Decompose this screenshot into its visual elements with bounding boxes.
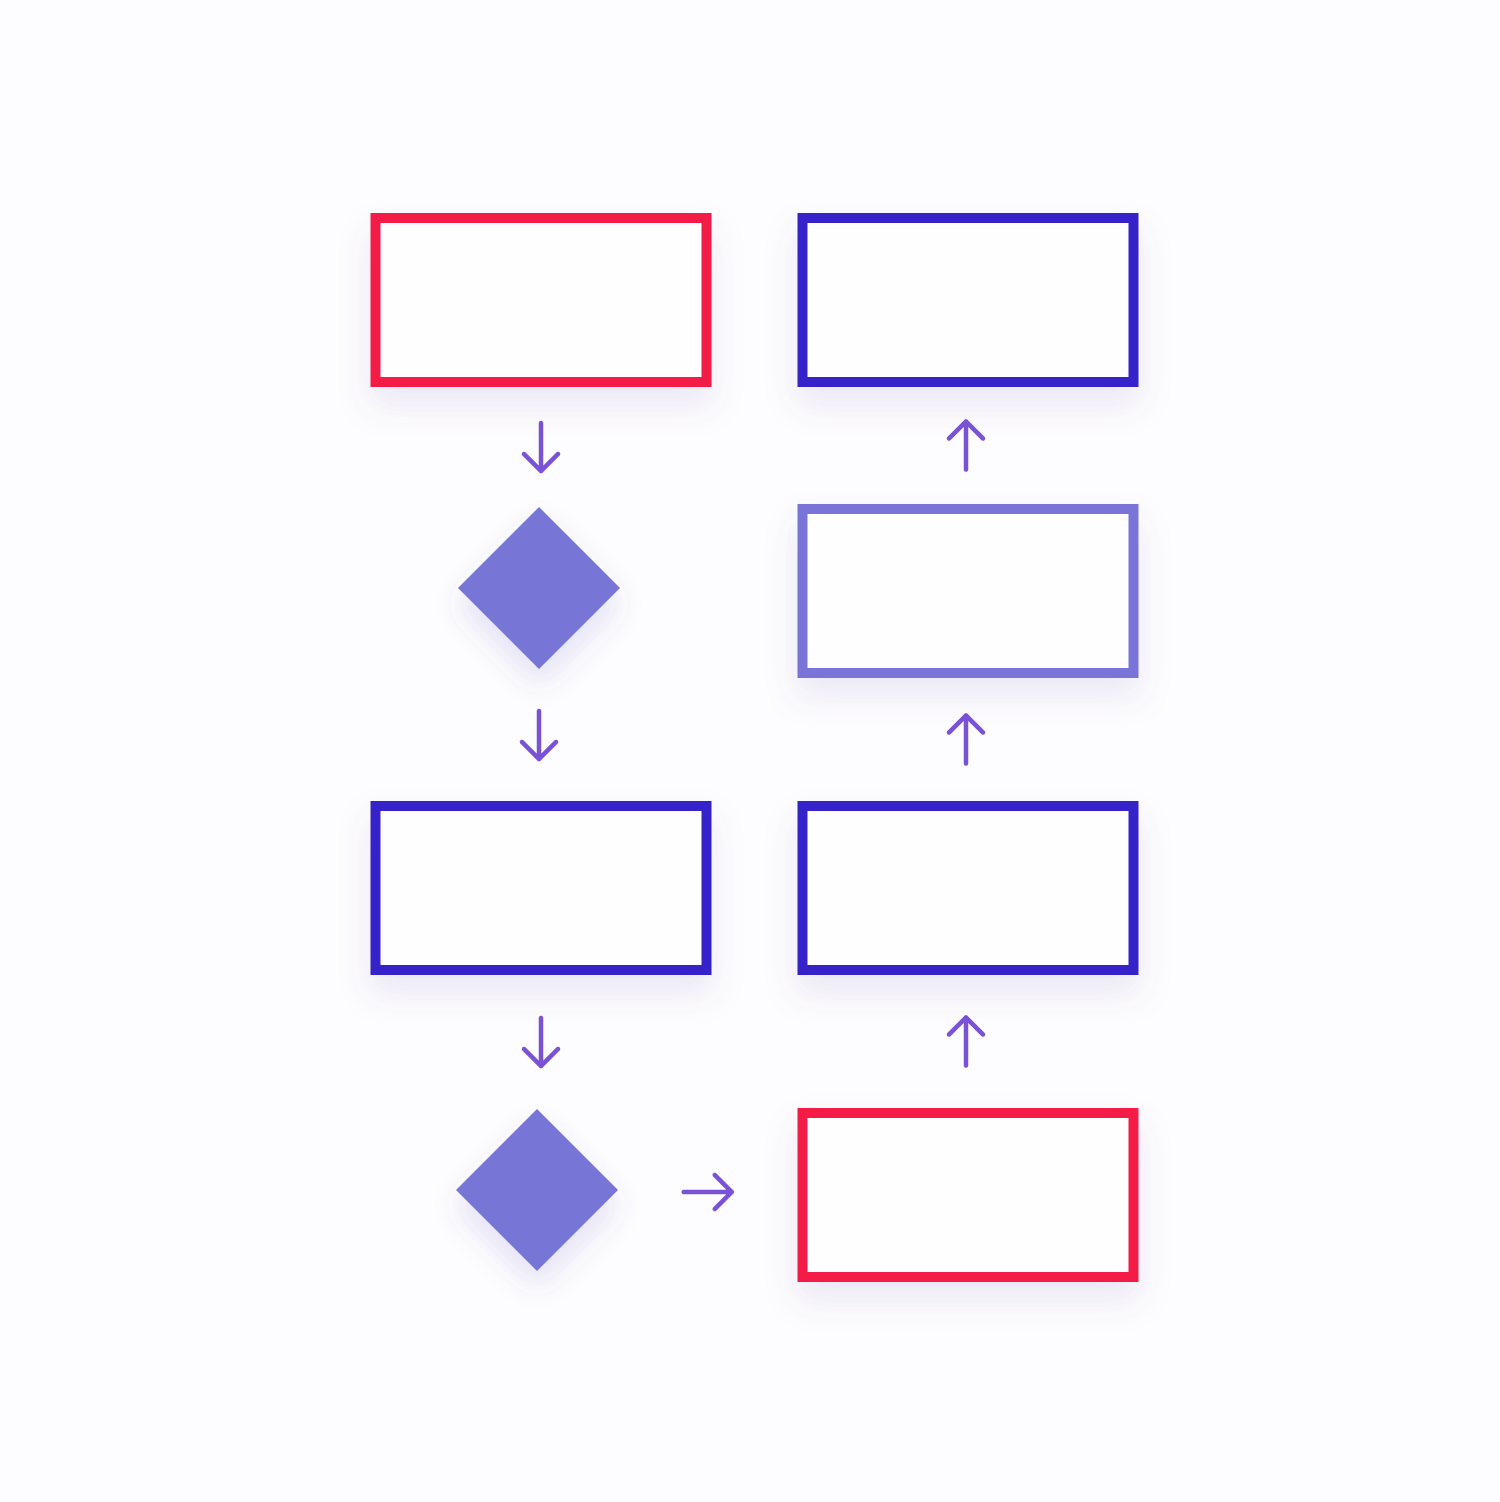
flowchart-node-process-1 bbox=[370, 801, 712, 975]
nodes-layer bbox=[370, 213, 1139, 1282]
flowchart-node-decision-1 bbox=[458, 507, 620, 669]
flowchart-rect-terminal bbox=[370, 213, 712, 387]
flowchart-node-decision-2 bbox=[456, 1109, 618, 1271]
flowchart-arrow-down bbox=[519, 708, 559, 762]
flowchart-diamond-decision bbox=[456, 1109, 618, 1271]
flowchart-arrow-up bbox=[946, 419, 986, 472]
flowchart-node-process-4 bbox=[797, 213, 1139, 387]
flowchart-diamond-decision bbox=[458, 507, 620, 669]
flowchart-arrow-up bbox=[946, 1015, 986, 1068]
flowchart-arrow-up bbox=[946, 713, 986, 766]
flowchart-rect-process bbox=[797, 213, 1139, 387]
flowchart-node-process-3 bbox=[797, 504, 1139, 678]
flowchart-arrow-down bbox=[521, 1015, 561, 1069]
flowchart-rect-process_light bbox=[797, 504, 1139, 678]
flowchart-rect-process bbox=[797, 801, 1139, 975]
flowchart-rect-process bbox=[370, 801, 712, 975]
flowchart-arrow-right bbox=[681, 1172, 734, 1212]
flowchart-node-end bbox=[797, 1108, 1139, 1282]
flowchart-rect-terminal bbox=[797, 1108, 1139, 1282]
edges-layer bbox=[519, 419, 986, 1212]
flowchart-arrow-down bbox=[521, 420, 561, 474]
flowchart-node-start bbox=[370, 213, 712, 387]
flowchart-node-process-2 bbox=[797, 801, 1139, 975]
